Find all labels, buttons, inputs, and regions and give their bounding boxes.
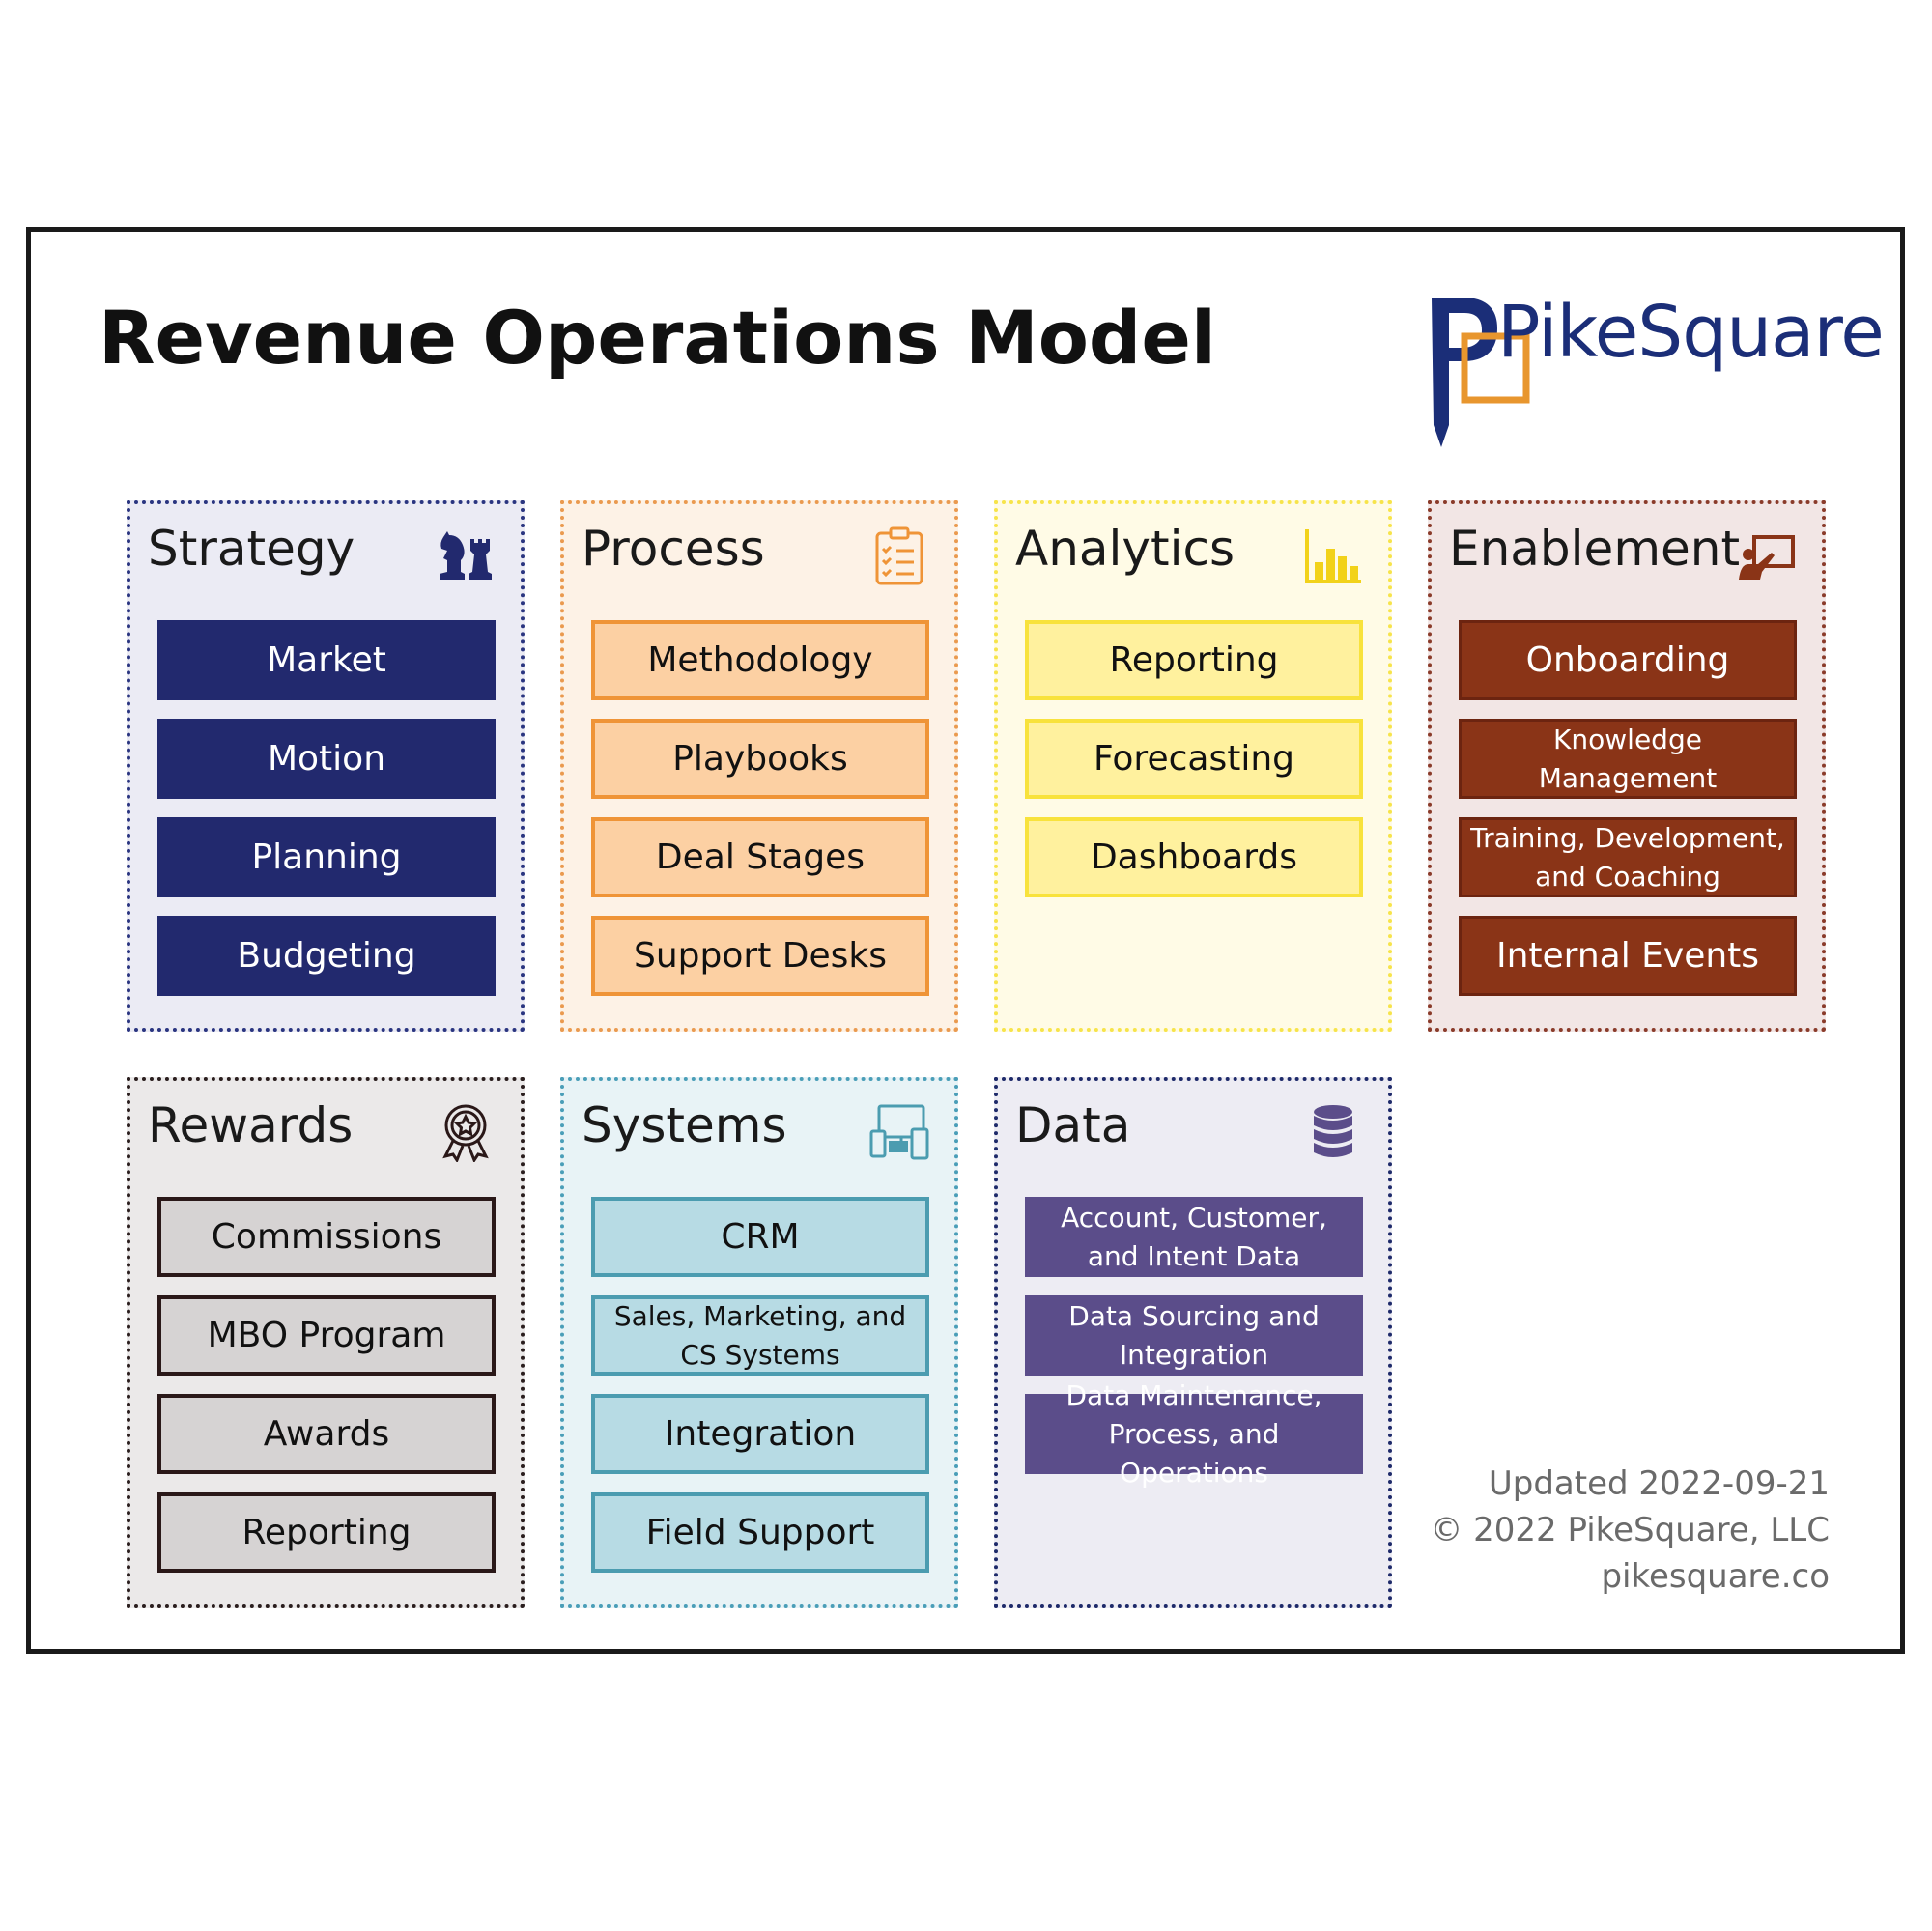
clipboard-checklist-icon bbox=[869, 525, 929, 585]
item-methodology: Methodology bbox=[591, 620, 929, 700]
card-title: Strategy bbox=[148, 521, 355, 577]
website-url: pikesquare.co bbox=[1601, 1557, 1830, 1596]
card-systems: Systems CRM Sales, Marketing, and CS Sys… bbox=[560, 1077, 958, 1608]
item-planning: Planning bbox=[157, 817, 496, 897]
chess-pieces-icon bbox=[436, 525, 496, 585]
item-data-sourcing-integration: Data Sourcing and Integration bbox=[1025, 1295, 1363, 1376]
card-title: Analytics bbox=[1015, 521, 1236, 577]
page-title: Revenue Operations Model bbox=[99, 295, 1216, 381]
card-title: Systems bbox=[582, 1097, 787, 1153]
card-title: Process bbox=[582, 521, 765, 577]
item-market: Market bbox=[157, 620, 496, 700]
card-analytics: Analytics Reporting Forecasting Dashboar… bbox=[994, 500, 1392, 1032]
card-title: Enablement bbox=[1449, 521, 1741, 577]
item-commissions: Commissions bbox=[157, 1197, 496, 1277]
item-dashboards: Dashboards bbox=[1025, 817, 1363, 897]
database-icon bbox=[1303, 1102, 1363, 1162]
item-crm: CRM bbox=[591, 1197, 929, 1277]
card-process: Process Methodology Playbooks Deal Stage… bbox=[560, 500, 958, 1032]
bar-chart-icon bbox=[1303, 525, 1363, 585]
award-ribbon-icon bbox=[436, 1102, 496, 1162]
card-enablement: Enablement Onboarding Knowledge Manageme… bbox=[1428, 500, 1826, 1032]
item-data-maintenance-process-operations: Data Maintenance, Process, and Operation… bbox=[1025, 1379, 1363, 1489]
item-sales-marketing-cs-systems: Sales, Marketing, and CS Systems bbox=[591, 1295, 929, 1376]
item-training-development-coaching: Training, Development, and Coaching bbox=[1459, 817, 1797, 897]
card-data: Data Account, Customer, and Intent Data … bbox=[994, 1077, 1392, 1608]
item-mbo-program: MBO Program bbox=[157, 1295, 496, 1376]
diagram-frame bbox=[26, 227, 1905, 1654]
devices-icon bbox=[869, 1102, 929, 1162]
item-awards: Awards bbox=[157, 1394, 496, 1474]
card-title: Rewards bbox=[148, 1097, 354, 1153]
item-onboarding: Onboarding bbox=[1459, 620, 1797, 700]
card-strategy: Strategy Market Motion Planning Budgetin… bbox=[127, 500, 525, 1032]
logo-mark-icon bbox=[1432, 298, 1530, 447]
presentation-board-icon bbox=[1737, 525, 1797, 585]
item-budgeting: Budgeting bbox=[157, 916, 496, 996]
item-reporting: Reporting bbox=[1025, 620, 1363, 700]
item-integration: Integration bbox=[591, 1394, 929, 1474]
logo-text: PikeSquare bbox=[1497, 291, 1885, 374]
copyright: © 2022 PikeSquare, LLC bbox=[1430, 1511, 1830, 1549]
updated-date: Updated 2022-09-21 bbox=[1488, 1464, 1830, 1503]
card-title: Data bbox=[1015, 1097, 1131, 1153]
item-account-customer-intent-data: Account, Customer, and Intent Data bbox=[1025, 1197, 1363, 1277]
footer: Updated 2022-09-21 © 2022 PikeSquare, LL… bbox=[1430, 1461, 1830, 1600]
item-support-desks: Support Desks bbox=[591, 916, 929, 996]
pikesquare-logo: PikeSquare bbox=[1428, 288, 1885, 447]
item-playbooks: Playbooks bbox=[591, 719, 929, 799]
item-motion: Motion bbox=[157, 719, 496, 799]
item-field-support: Field Support bbox=[591, 1492, 929, 1573]
card-rewards: Rewards Commissions MBO Program Awards R… bbox=[127, 1077, 525, 1608]
item-forecasting: Forecasting bbox=[1025, 719, 1363, 799]
item-deal-stages: Deal Stages bbox=[591, 817, 929, 897]
item-knowledge-management: Knowledge Management bbox=[1459, 719, 1797, 799]
item-rewards-reporting: Reporting bbox=[157, 1492, 496, 1573]
item-internal-events: Internal Events bbox=[1459, 916, 1797, 996]
